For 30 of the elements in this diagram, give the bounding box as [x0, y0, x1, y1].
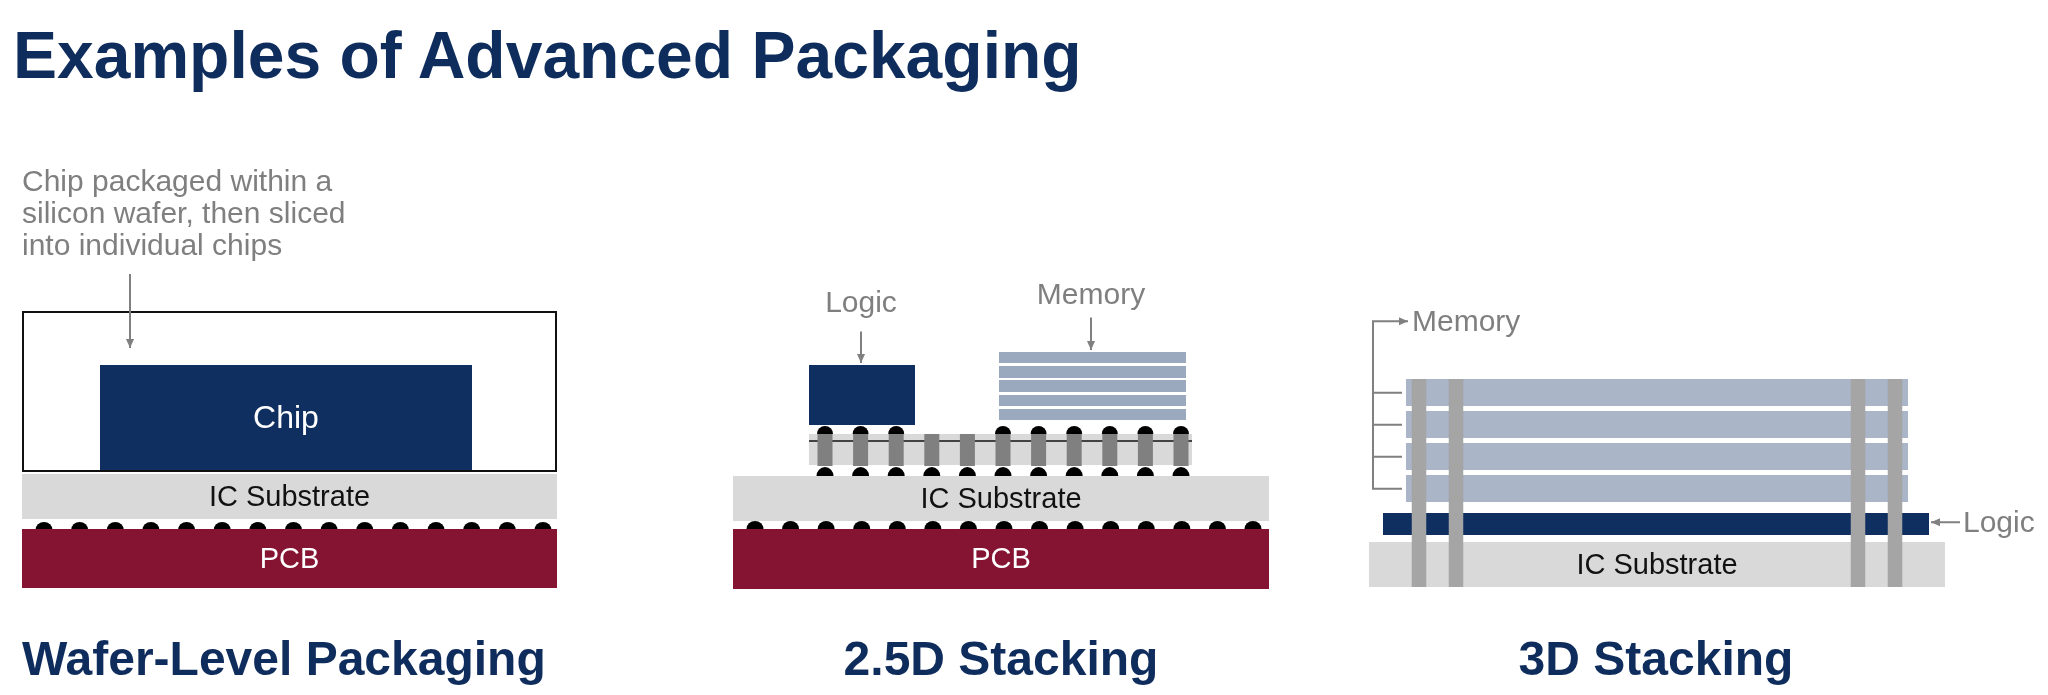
component-label: Memory	[1036, 277, 1146, 312]
wafer-outline	[22, 311, 557, 472]
substrate-layer	[733, 476, 1269, 521]
leader-arrow	[1930, 518, 1961, 527]
panel-title: Wafer-Level Packaging	[22, 631, 546, 687]
logic-die	[809, 365, 915, 425]
layer-label: IC Substrate	[208, 480, 371, 513]
leader-arrow	[1086, 316, 1096, 351]
callout-text: Chip packaged within a silicon wafer, then sliced into individual chips	[22, 165, 392, 261]
leader-arrow	[125, 273, 135, 349]
component-label: Logic	[1963, 505, 2035, 540]
substrate-layer	[22, 474, 557, 519]
component-label: Memory	[1412, 304, 1521, 339]
die-label: Chip	[253, 399, 319, 436]
panel-title: 2.5D Stacking	[843, 631, 1159, 687]
diagram-title: Examples of Advanced Packaging	[13, 18, 1082, 94]
board-label: PCB	[971, 543, 1031, 575]
leader-arrow	[856, 330, 866, 364]
panel-title: 3D Stacking	[1518, 631, 1794, 687]
memory-stack	[999, 352, 1186, 421]
substrate-layer	[1369, 542, 1945, 587]
pcb-board	[22, 529, 557, 588]
chip-die	[100, 365, 472, 470]
logic-layer	[1383, 513, 1929, 535]
layer-label: IC Substrate	[920, 482, 1082, 515]
bracket-leader	[1372, 317, 1409, 490]
board-label: PCB	[259, 542, 320, 575]
component-label: Logic	[825, 285, 897, 320]
pcb-board	[733, 529, 1269, 589]
layer-label: IC Substrate	[1576, 548, 1738, 581]
